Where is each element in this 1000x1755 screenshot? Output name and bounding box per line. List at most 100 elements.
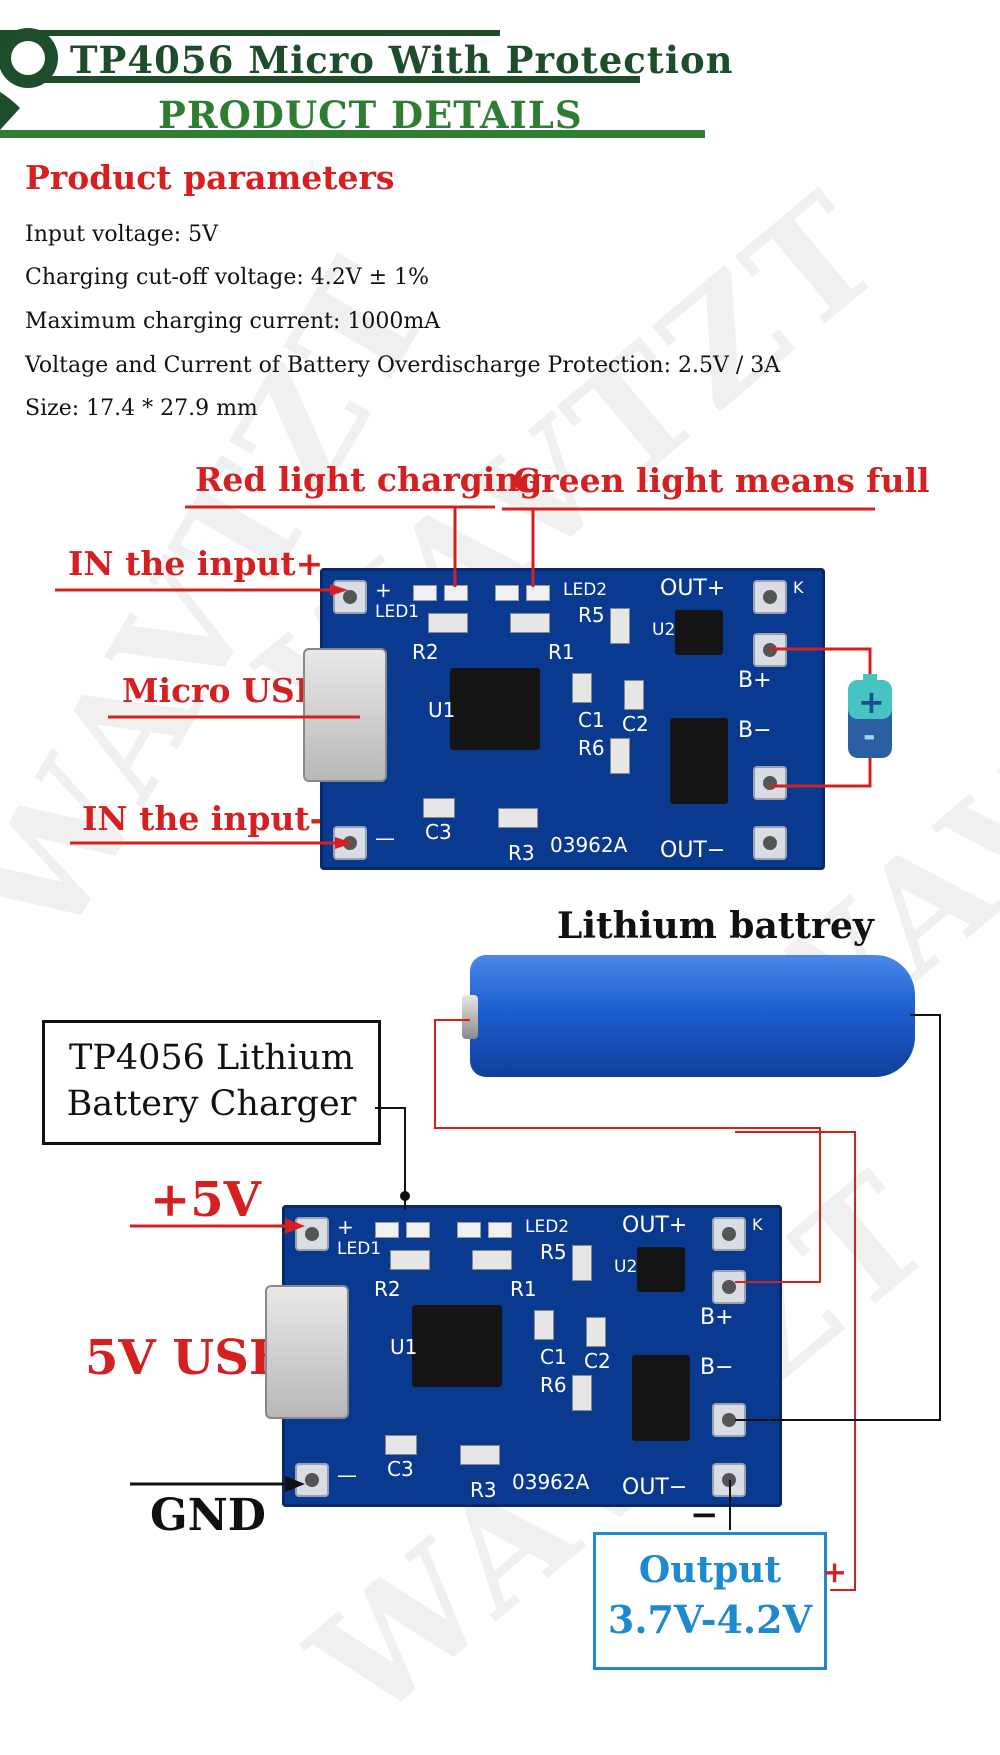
- pad-input-plus: [333, 580, 367, 614]
- led1: [375, 1222, 399, 1238]
- silk-r5: R5: [540, 1240, 567, 1264]
- resistor-r1: [472, 1250, 512, 1270]
- silk-out-plus: OUT+: [622, 1213, 688, 1238]
- resistor-r2: [428, 613, 468, 633]
- charger-label-line2: Battery Charger: [66, 1084, 357, 1124]
- silk-plus: +: [375, 578, 392, 602]
- silk-b-plus: B+: [738, 668, 772, 693]
- silk-out-plus: OUT+: [660, 576, 726, 601]
- lithium-battery: [470, 955, 915, 1077]
- led2: [488, 1222, 512, 1238]
- led1: [413, 585, 437, 601]
- silk-r5: R5: [578, 603, 605, 627]
- callout-green-light: Green light means full: [513, 461, 930, 500]
- charger-label-line1: TP4056 Lithium: [68, 1038, 355, 1078]
- led1: [406, 1222, 430, 1238]
- silk-r2: R2: [412, 640, 439, 664]
- pad-input-plus: [295, 1217, 329, 1251]
- output-plus-label: +: [822, 1555, 848, 1590]
- silk-c2: C2: [622, 712, 649, 736]
- chip-protection: [632, 1355, 690, 1441]
- battery-terminal: [462, 995, 478, 1039]
- pad-out-minus: [753, 826, 787, 860]
- pad-b-minus: [753, 766, 787, 800]
- capacitor-c1: [572, 673, 592, 703]
- silk-c3: C3: [387, 1457, 414, 1481]
- callout-micro-usb: Micro USB: [122, 671, 323, 710]
- chip-u1: [450, 668, 540, 750]
- callout-red-light: Red light charging: [195, 460, 543, 499]
- silk-u2: U2: [652, 620, 676, 640]
- gnd-label: GND: [150, 1490, 266, 1541]
- silk-r6: R6: [578, 736, 605, 760]
- led2: [495, 585, 519, 601]
- silk-u2: U2: [614, 1257, 638, 1277]
- param-max-current: Maximum charging current: 1000mA: [25, 309, 441, 334]
- callout-input-minus: IN the input-: [82, 799, 324, 838]
- pcb-board-top: + LED1 LED2 OUT+ OUT− B+ B− K R2 R1 R3 R…: [303, 568, 825, 870]
- diagram1-lines: [55, 505, 892, 849]
- led2: [526, 585, 550, 601]
- chip-u2: [637, 1247, 685, 1292]
- param-input-voltage: Input voltage: 5V: [25, 222, 219, 247]
- silk-plus: +: [337, 1215, 354, 1239]
- pad-out-plus: [712, 1217, 746, 1251]
- pad-input-minus: [295, 1463, 329, 1497]
- silk-b-minus: B−: [738, 718, 772, 743]
- silk-u1: U1: [428, 698, 456, 722]
- silk-led2: LED2: [563, 580, 608, 600]
- chip-protection: [670, 718, 728, 804]
- silk-c3: C3: [425, 820, 452, 844]
- output-minus-label: −: [690, 1495, 719, 1535]
- resistor-r3: [460, 1445, 500, 1465]
- silk-r3: R3: [508, 841, 535, 865]
- capacitor-c2: [624, 680, 644, 710]
- resistor-r1: [510, 613, 550, 633]
- battery-label: Lithium battrey: [557, 905, 874, 947]
- param-size: Size: 17.4 * 27.9 mm: [25, 396, 258, 421]
- silk-minus: —: [375, 826, 395, 850]
- silk-u1: U1: [390, 1335, 418, 1359]
- silk-led2: LED2: [525, 1217, 570, 1237]
- battery-plus-label: +: [858, 683, 885, 721]
- battery-minus-label: -: [863, 719, 876, 754]
- resistor-r5: [610, 608, 630, 644]
- pad-b-plus: [712, 1270, 746, 1304]
- silk-minus: —: [337, 1463, 357, 1487]
- silk-code: 03962A: [512, 1470, 590, 1494]
- silk-c1: C1: [540, 1345, 567, 1369]
- output-box: Output 3.7V-4.2V: [593, 1532, 827, 1670]
- micro-usb-port: [265, 1285, 349, 1419]
- silk-led1: LED1: [375, 602, 420, 622]
- silk-r1: R1: [548, 640, 575, 664]
- silk-r1: R1: [510, 1277, 537, 1301]
- resistor-r2: [390, 1250, 430, 1270]
- silk-k: K: [793, 578, 804, 597]
- pad-out-plus: [753, 580, 787, 614]
- silk-b-minus: B−: [700, 1355, 734, 1380]
- silk-out-minus: OUT−: [622, 1475, 688, 1500]
- capacitor-c1: [534, 1310, 554, 1340]
- callout-input-plus: IN the input+: [68, 544, 324, 583]
- silk-k: K: [752, 1215, 763, 1234]
- charger-label-box: TP4056 Lithium Battery Charger: [42, 1020, 381, 1145]
- param-protection: Voltage and Current of Battery Overdisch…: [25, 353, 781, 378]
- capacitor-c2: [586, 1317, 606, 1347]
- silk-c2: C2: [584, 1349, 611, 1373]
- page-subtitle: PRODUCT DETAILS: [158, 93, 583, 137]
- page-title: TP4056 Micro With Protection: [70, 38, 734, 82]
- usb5v-label: 5V USB: [85, 1330, 290, 1386]
- silk-b-plus: B+: [700, 1305, 734, 1330]
- param-cutoff-voltage: Charging cut-off voltage: 4.2V ± 1%: [25, 265, 430, 290]
- header-decoration: [0, 28, 705, 138]
- output-line1: Output: [638, 1549, 782, 1591]
- capacitor-c3: [385, 1435, 417, 1455]
- micro-usb-port: [303, 648, 387, 782]
- plus5v-label: +5V: [150, 1172, 261, 1228]
- capacitor-c3: [423, 798, 455, 818]
- resistor-r5: [572, 1245, 592, 1281]
- silk-out-minus: OUT−: [660, 838, 726, 863]
- parameters-heading: Product parameters: [25, 158, 395, 197]
- silk-c1: C1: [578, 708, 605, 732]
- silk-code: 03962A: [550, 833, 628, 857]
